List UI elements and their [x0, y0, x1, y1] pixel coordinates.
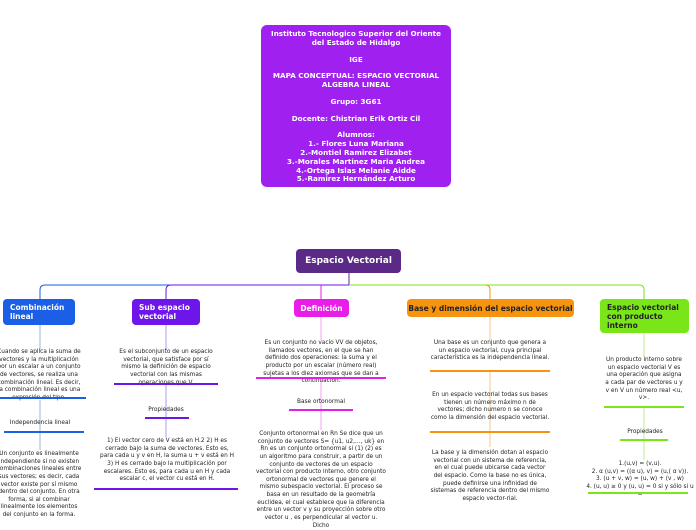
producto-properties: 1.(u,v) = (v,u). 2. α (u,v) = ((α u), v)… [586, 461, 694, 499]
branch-definicion[interactable]: Definición [294, 299, 349, 317]
independencia-label: Independencia lineal [9, 420, 71, 426]
branch-producto-interno[interactable]: Espacio vectorial con producto interno [600, 299, 689, 333]
divider [430, 370, 550, 372]
definicion-text: Es un conjunto no vacío VV de objetos, l… [263, 340, 379, 385]
base-text: Una base es un conjunto que genera a un … [430, 340, 550, 362]
divider [430, 431, 550, 433]
producto-interno-text: Un producto interno sobre un espacio vec… [605, 357, 683, 402]
student-item: 2.-Montiel Ramirez Elizabet [300, 148, 412, 158]
center-label: Espacio Vectorial [305, 256, 392, 266]
property-item: 1.(u,v) = (v,u). [618, 461, 662, 467]
student-item: 3.-Morales Martinez Maria Andrea [287, 156, 425, 166]
acronym: IGE [349, 54, 363, 64]
property-item: 4. (u, u) ≥ 0 y (u, u) = 0 si y sólo si … [586, 483, 694, 498]
students-label: Alumnos: [337, 130, 375, 140]
branch-label: Base y dimensión del espacio vectorial [408, 303, 573, 313]
independencia-text: Un conjunto es linealmente independiente… [0, 451, 82, 519]
divider [256, 377, 386, 379]
divider [289, 409, 353, 411]
student-item: 5.-Ramirez Hernández Arturo [296, 174, 416, 184]
branch-subespacio-vectorial[interactable]: Sub espacio vectorial [132, 299, 200, 325]
teacher-label: Docente: Chistrian Erik Ortiz Cil [291, 113, 421, 123]
divider [604, 406, 684, 408]
propiedades-label: Propiedades [148, 407, 184, 413]
map-title: MAPA CONCEPTUAL: ESPACIO VECTORIAL ALGEB… [272, 71, 440, 90]
base-ortonormal-text: Conjunto ortonormal en Rn Se dice que un… [256, 431, 386, 529]
branch-label: Combinación lineal [10, 303, 65, 321]
subespacio-properties: 1) El vector cero de V está en H.2 2) H … [100, 438, 234, 483]
branch-label: Espacio vectorial con producto interno [607, 302, 679, 330]
base-ortonormal-label: Base ortonormal [296, 399, 346, 405]
divider [94, 488, 238, 490]
branch-label: Sub espacio vectorial [139, 303, 190, 321]
divider [0, 397, 86, 399]
branch-label: Definición [300, 303, 343, 313]
propiedades-label: Propiedades [627, 429, 663, 435]
header-box[interactable]: Instituto Tecnologico Superior del Orien… [261, 25, 451, 187]
property-item: 2. α (u,v) = ((α u), v) = (u,( α v)). [591, 468, 689, 475]
branch-combinacion-lineal[interactable]: Combinación lineal [3, 299, 75, 325]
property-item: 3. (u + v, w) = (u, w) + (v , w) [596, 476, 684, 483]
divider [4, 431, 84, 433]
group-label: Grupo: 3G61 [330, 96, 382, 106]
referencia-text: La base y la dimensión dotan al espacio … [430, 450, 550, 502]
divider [145, 417, 189, 419]
subespacio-definition: Es el subconjunto de un espacio vectoria… [119, 349, 213, 386]
branch-base-dimension[interactable]: Base y dimensión del espacio vectorial [407, 299, 574, 317]
student-item: 1.- Flores Luna Mariana [308, 139, 404, 149]
student-item: 4.-Ortega Islas Melanie Aidde [296, 165, 416, 175]
institute-name: Instituto Tecnologico Superior del Orien… [271, 29, 441, 47]
center-node[interactable]: Espacio Vectorial [296, 249, 401, 273]
combinacion-definition: Cuando se aplica la suma de vectores y l… [0, 349, 81, 401]
divider [620, 439, 668, 441]
divider [588, 492, 688, 494]
dimension-text: En un espacio vectorial todas sus bases … [430, 392, 550, 421]
divider [114, 383, 218, 385]
